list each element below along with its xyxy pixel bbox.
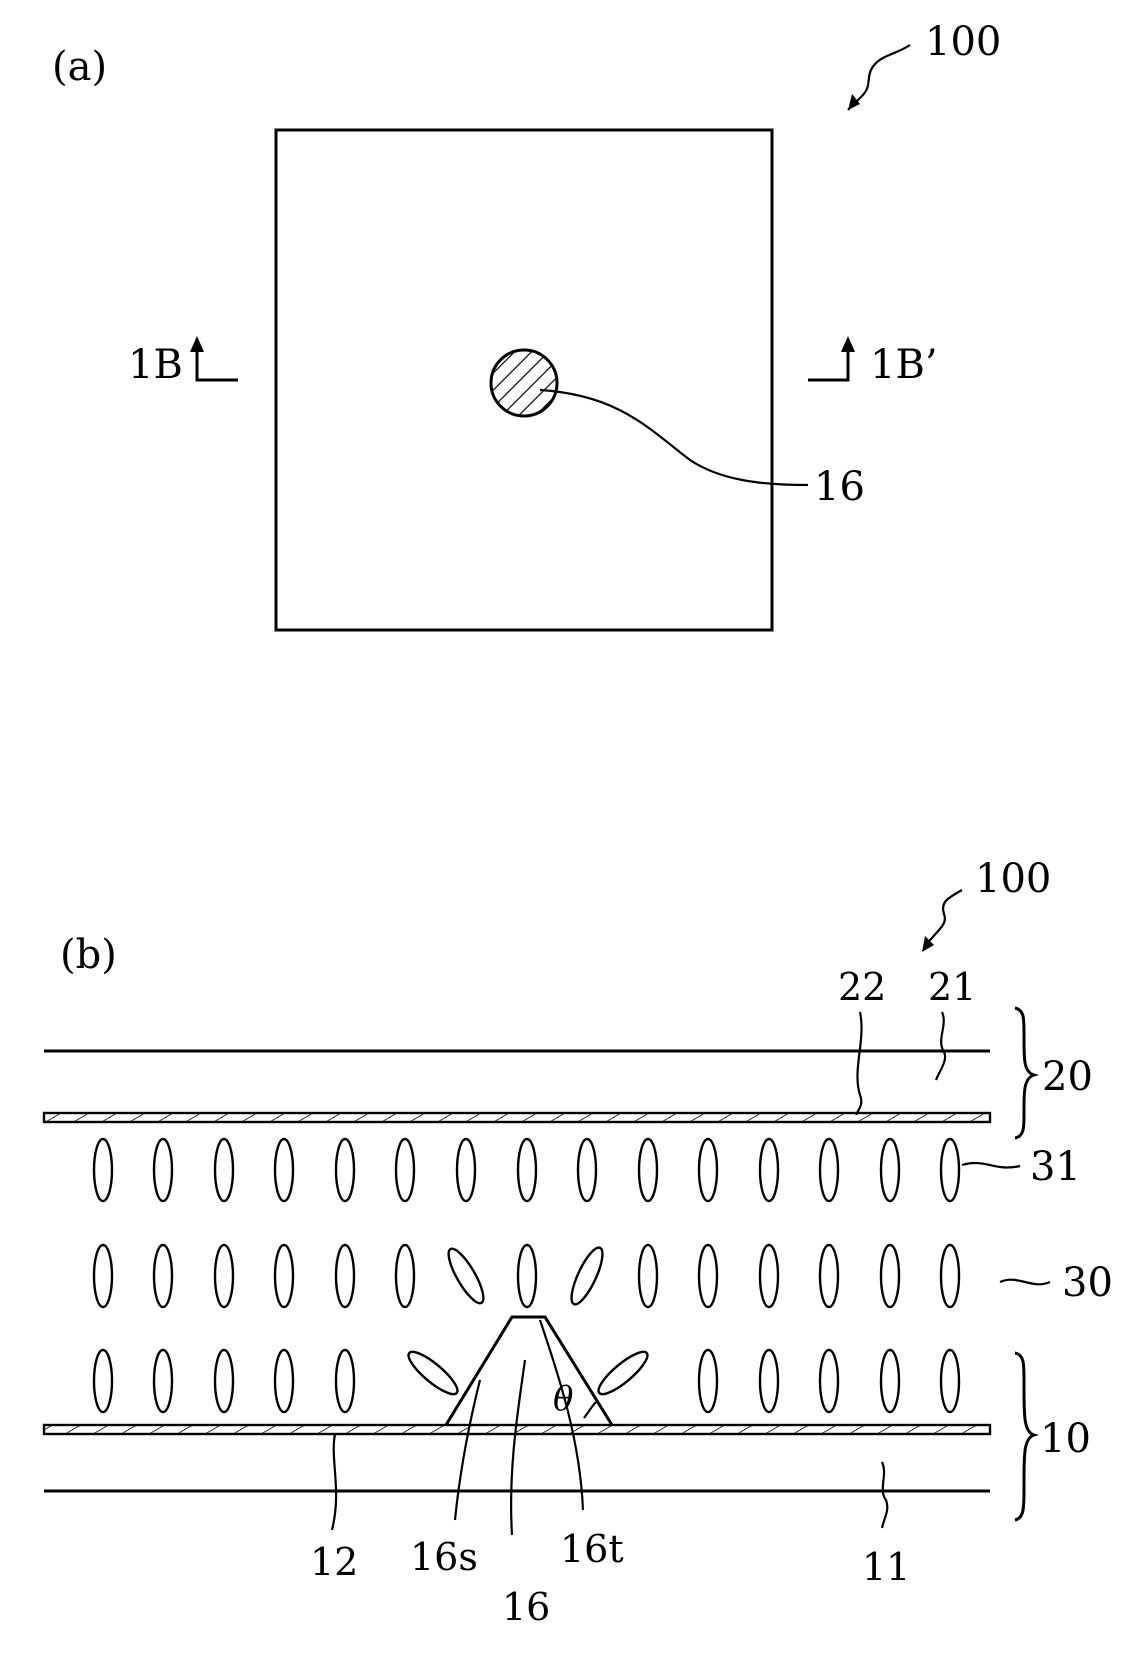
lc-molecule <box>275 1139 293 1201</box>
device-ref-a-arrowhead <box>848 94 860 110</box>
lc-row-upper <box>94 1139 959 1201</box>
lc-molecule <box>820 1350 838 1412</box>
angle-symbol: θ <box>553 1379 573 1419</box>
protrusion-side-ref-leader <box>455 1380 480 1520</box>
lc-molecule <box>699 1139 717 1201</box>
lc-molecule <box>578 1139 596 1201</box>
upper-plate-ref: 21 <box>928 965 976 1009</box>
upper-film-ref: 22 <box>838 965 886 1009</box>
lc-molecule-tilted <box>403 1346 462 1400</box>
lower-film-ref: 12 <box>310 1540 358 1584</box>
lc-molecule <box>518 1139 536 1201</box>
protrusion-side-ref: 16s <box>410 1535 478 1579</box>
lc-molecule-tilted <box>593 1346 652 1400</box>
lc-molecule <box>457 1139 475 1201</box>
protrusion-ref-a-leader <box>540 390 808 485</box>
lc-molecule <box>94 1139 112 1201</box>
lc-molecule <box>941 1245 959 1307</box>
lc-molecule-ref-leader <box>962 1163 1020 1168</box>
lower-plate-ref-leader <box>882 1462 887 1528</box>
lc-molecule-tilted <box>566 1244 609 1308</box>
lc-molecule <box>820 1245 838 1307</box>
lc-molecule <box>336 1245 354 1307</box>
lc-molecule <box>154 1245 172 1307</box>
lc-molecule <box>215 1245 233 1307</box>
protrusion-ref-b: 16 <box>502 1585 550 1629</box>
lower-substrate-brace <box>1015 1353 1034 1520</box>
lc-molecule-ref: 31 <box>1030 1144 1081 1190</box>
lc-row-middle <box>94 1244 959 1308</box>
protrusion-ref-b-leader <box>511 1360 525 1535</box>
lc-molecule <box>94 1245 112 1307</box>
protrusion-cross-section <box>446 1317 612 1425</box>
lc-molecule <box>518 1245 536 1307</box>
lower-plate-ref: 11 <box>862 1545 910 1589</box>
section-mark-right-arrowhead <box>841 336 855 352</box>
lc-molecule <box>941 1350 959 1412</box>
lc-molecule <box>275 1350 293 1412</box>
lc-layer-ref-leader <box>1000 1280 1050 1285</box>
section-mark-left <box>197 344 238 380</box>
lc-molecule <box>760 1350 778 1412</box>
lc-molecule <box>154 1139 172 1201</box>
lc-molecule <box>881 1350 899 1412</box>
lc-molecule <box>154 1350 172 1412</box>
protrusion-ref-a: 16 <box>814 464 865 510</box>
lc-molecule <box>760 1139 778 1201</box>
lc-molecule <box>941 1139 959 1201</box>
lc-molecule <box>336 1139 354 1201</box>
protrusion-plan-view <box>491 350 557 416</box>
angle-arc <box>584 1402 596 1418</box>
section-mark-left-label: 1B <box>128 342 183 388</box>
lc-molecule <box>396 1139 414 1201</box>
upper-film-ref-leader <box>856 1012 862 1115</box>
upper-substrate-brace <box>1015 1008 1034 1138</box>
lc-molecule-tilted <box>443 1245 490 1308</box>
panel-b: (b) 100 22 21 20 <box>44 856 1113 1629</box>
device-ref-a: 100 <box>925 19 1001 65</box>
upper-alignment-film <box>44 1113 990 1122</box>
lc-row-lower <box>94 1346 959 1412</box>
lc-molecule <box>215 1139 233 1201</box>
lc-molecule <box>699 1350 717 1412</box>
lower-substrate-ref: 10 <box>1040 1416 1091 1462</box>
lc-molecule <box>336 1350 354 1412</box>
lc-layer-ref: 30 <box>1062 1260 1113 1306</box>
lc-molecule <box>760 1245 778 1307</box>
device-ref-b: 100 <box>975 856 1051 902</box>
lc-molecule <box>820 1139 838 1201</box>
lc-molecule <box>215 1350 233 1412</box>
section-mark-right <box>808 344 848 380</box>
section-mark-left-arrowhead <box>190 336 204 352</box>
panel-a-label: (a) <box>52 44 107 90</box>
lc-molecule <box>94 1350 112 1412</box>
lower-film-ref-leader <box>332 1434 336 1530</box>
upper-plate-ref-leader <box>936 1012 945 1080</box>
device-ref-b-leader <box>924 890 962 948</box>
panel-b-label: (b) <box>60 932 117 978</box>
panel-a: (a) 100 16 1B 1B’ <box>52 19 1001 630</box>
lc-molecule <box>699 1245 717 1307</box>
lc-molecule <box>881 1245 899 1307</box>
upper-substrate-ref: 20 <box>1042 1054 1093 1100</box>
lc-molecule <box>881 1139 899 1201</box>
section-mark-right-label: 1B’ <box>870 342 938 388</box>
lc-molecule <box>639 1245 657 1307</box>
device-ref-a-leader <box>848 45 910 110</box>
protrusion-top-ref: 16t <box>560 1527 624 1571</box>
lc-molecule <box>639 1139 657 1201</box>
lc-molecule <box>275 1245 293 1307</box>
lc-molecule <box>396 1245 414 1307</box>
